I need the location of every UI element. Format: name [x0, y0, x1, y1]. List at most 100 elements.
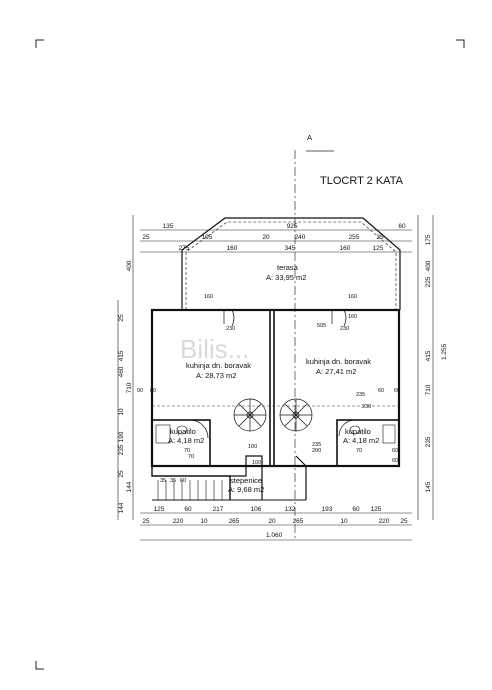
living-right-area: A: 27,41 m2 — [316, 367, 356, 376]
dimension-label: 255 — [349, 234, 360, 241]
dimension-label: 20 — [268, 518, 276, 525]
inner-dimension-label: 35 — [170, 478, 176, 484]
terrace-name: terasa — [277, 263, 299, 272]
inner-dimension-label: 235 — [312, 442, 321, 448]
plan-title: TLOCRT 2 KATA — [320, 175, 404, 187]
bath-right-area: A: 4,18 m2 — [343, 436, 379, 445]
dimension-label: 265 — [293, 518, 304, 525]
dimension-label: 195 — [202, 234, 213, 241]
inner-dimension-label: 90 — [137, 388, 143, 394]
dimension-label: 145 — [425, 481, 432, 492]
dim-left-inner: 25 415 460 10 190 235 25 144 — [118, 314, 125, 513]
terrace-balustrade — [181, 217, 401, 310]
dimension-label: 20 — [262, 234, 270, 241]
dimension-label: 60 — [398, 223, 406, 230]
inner-dimension-label: 160 — [348, 294, 357, 300]
dimension-label: 400 — [425, 260, 432, 271]
dimension-label: 125 — [373, 245, 384, 252]
inner-dimension-label: 160 — [348, 314, 357, 320]
inner-dimension-label: 70 — [184, 448, 190, 454]
dim-top-row2: 25 195 20 240 255 25 — [142, 234, 384, 241]
dimension-label: 125 — [154, 506, 165, 513]
door-swings — [189, 309, 356, 439]
inner-dimension-label: 100 — [252, 460, 261, 466]
dimension-label: 217 — [213, 506, 224, 513]
dim-bottom-total: 1.060 — [266, 532, 283, 539]
terrace-area: A: 33,95 m2 — [266, 273, 306, 282]
exterior-walls — [150, 308, 401, 501]
living-left-area: A: 28,73 m2 — [196, 371, 236, 380]
bathroom-fixtures — [155, 424, 396, 444]
inner-dimension-label: 505 — [317, 323, 326, 329]
spiral-stairs — [233, 398, 313, 432]
dimension-label: 25 — [142, 518, 150, 525]
dimension-lines — [117, 215, 434, 541]
dimension-label: 25 — [376, 234, 384, 241]
dimension-label: 710 — [425, 384, 432, 395]
living-left-name: kuhinja dn. boravak — [186, 361, 251, 370]
dimension-label: 925 — [287, 223, 298, 230]
dimension-label: 345 — [285, 245, 296, 252]
inner-dimension-label: 60 — [150, 388, 156, 394]
stairs-area: A: 9,68 m2 — [228, 485, 264, 494]
inner-dimension-label: 230 — [362, 404, 371, 410]
dimension-label: 235 — [118, 444, 125, 455]
dimension-label: 25 — [142, 234, 150, 241]
inner-dimension-label: 160 — [204, 294, 213, 300]
watermark-text: Bilis... — [180, 334, 249, 364]
dimension-label: 160 — [227, 245, 238, 252]
dimension-label: 190 — [118, 431, 125, 442]
bath-left-area: A: 4,18 m2 — [168, 436, 204, 445]
stairs-name: stepenice — [230, 476, 262, 485]
dimension-label: 415 — [118, 350, 125, 361]
inner-dimension-label: 60 — [394, 388, 400, 394]
dimension-label: 135 — [163, 223, 174, 230]
dimension-label: 125 — [371, 506, 382, 513]
inner-dimension-label: 235 — [356, 392, 365, 398]
dimension-label: 460 — [118, 366, 125, 377]
dimension-label: 225 — [425, 276, 432, 287]
inner-dimension-label: 70 — [188, 454, 194, 460]
dimension-label: 400 — [126, 260, 133, 271]
dimension-label: 25 — [400, 518, 408, 525]
dimension-label: 175 — [425, 234, 432, 245]
dimension-label: 25 — [118, 314, 125, 322]
inner-dimension-label: 35 — [160, 478, 166, 484]
dimension-label: 240 — [295, 234, 306, 241]
page-corner-marks — [35, 39, 465, 670]
living-right-name: kuhinja dn. boravak — [306, 357, 371, 366]
dimension-label: 10 — [200, 518, 208, 525]
bath-left-name: kupatilo — [170, 427, 196, 436]
inner-dimension-label: 60 — [392, 448, 398, 454]
bath-right-name: kupatilo — [345, 427, 371, 436]
dimension-label: 25 — [118, 470, 125, 478]
inner-dimension-label: 100 — [248, 444, 257, 450]
dim-top-row1: 135 925 60 — [163, 223, 406, 230]
dimension-label: 60 — [352, 506, 360, 513]
inner-dimension-label: 60 — [180, 478, 186, 484]
inner-dimension-label: 70 — [356, 448, 362, 454]
stair-treads — [157, 480, 223, 500]
dim-top-row3: 275 160 345 160 125 — [179, 245, 384, 252]
inner-dimension-label: 60 — [392, 458, 398, 464]
dimension-label: 144 — [118, 502, 125, 513]
dimension-label: 235 — [425, 436, 432, 447]
dimension-label: 275 — [179, 245, 190, 252]
inner-dimension-label: 60 — [378, 388, 384, 394]
dimension-label: 106 — [251, 506, 262, 513]
dimension-label: 220 — [173, 518, 184, 525]
dimension-label: 265 — [229, 518, 240, 525]
dim-right-total: 1.255 — [441, 343, 448, 360]
inner-dimension-label: 230 — [226, 326, 235, 332]
dimension-label: 160 — [340, 245, 351, 252]
dimension-label: 60 — [184, 506, 192, 513]
section-mark-label: A — [307, 133, 312, 142]
dimension-label: 132 — [285, 506, 296, 513]
dimension-label: 10 — [118, 408, 125, 416]
